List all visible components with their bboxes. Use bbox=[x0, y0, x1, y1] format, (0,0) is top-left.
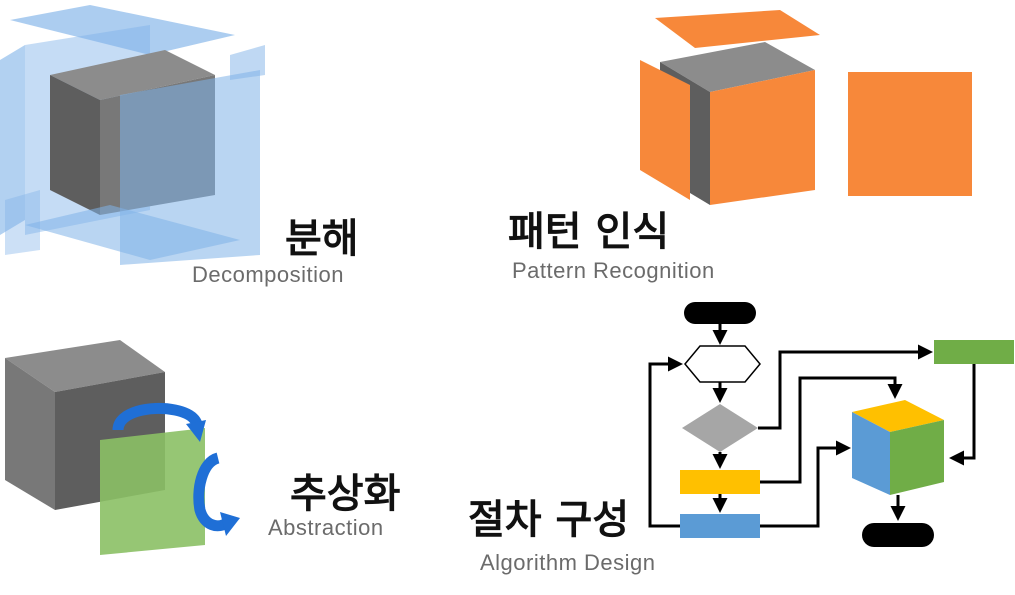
pattern-title: 패턴 인식 bbox=[508, 209, 669, 255]
algorithm-subtitle: Algorithm Design bbox=[480, 550, 656, 575]
abstraction-cube-icon bbox=[5, 340, 205, 555]
algorithm-title: 절차 구성 bbox=[468, 497, 629, 543]
abstraction-subtitle: Abstraction bbox=[268, 515, 384, 540]
decomposition-title: 분해 bbox=[285, 216, 359, 262]
flowchart-icon bbox=[648, 302, 1014, 547]
rotate-arrow-icon bbox=[112, 402, 240, 536]
pattern-cube-icon bbox=[640, 10, 972, 205]
abstraction-title: 추상화 bbox=[290, 471, 401, 517]
decomposition-subtitle: Decomposition bbox=[192, 262, 344, 287]
decomposition-cube-icon bbox=[0, 5, 265, 265]
pattern-subtitle: Pattern Recognition bbox=[512, 258, 715, 283]
